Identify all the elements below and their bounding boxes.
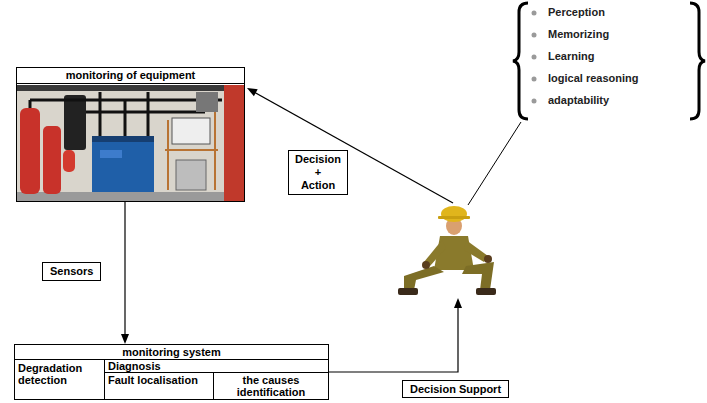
worker-link-line-part [468,122,521,205]
list-bullets-part [532,11,537,16]
list-bullets-part [532,33,537,38]
worker-figure-part [404,266,444,290]
equipment-photo-part [124,100,127,138]
table-cell: Degradation detection [15,360,105,399]
decision-support-arrow-part [329,306,458,372]
table-cell: Fault localisation [105,373,214,399]
worker-figure-part [422,261,430,269]
list-bullets-part [532,99,537,104]
monitoring-table: monitoring systemDegradation detectionDi… [14,344,329,400]
equipment-photo-part [176,160,206,190]
bullet-list: PerceptionMemorizingLearning logical reas… [518,2,700,120]
equipment-photo-part [29,100,32,108]
list-bullets-part [532,55,537,60]
equipment-photo-part [100,150,122,158]
list-item: logical reasoning [548,72,698,86]
list-bullets [532,11,537,104]
node-label: Diagnosis [105,360,328,373]
node-label: monitoring system [15,345,328,360]
equipment-photo-part [172,118,210,144]
table-cell: DiagnosisFault localisationthe causes id… [105,360,328,399]
equipment-photo-part [92,142,154,192]
list-item: adaptability [548,94,698,108]
list-item: Learning [548,50,698,64]
equipment-photo-part [196,92,218,112]
equipment-photo-part [167,120,169,190]
connector-arrow [121,202,129,344]
decision-action-arrow-part [254,92,453,203]
arrow-head [121,334,129,344]
node-label: Degradation detection [15,360,104,399]
worker-figure-part [441,206,467,222]
bracket [513,3,705,119]
node-label: the causes identification [214,373,328,399]
equipment-photo-part [99,92,102,138]
equipment-box: monitoring of equipment [16,67,245,202]
equipment-photo-part [64,95,86,150]
equipment-photo-part [86,111,205,114]
equipment-photo-part [17,85,245,91]
worker-figure [398,206,496,295]
node-label: monitoring of equipment [17,68,244,84]
worker-link-line [468,122,521,205]
decision-action-arrow-part [247,88,258,96]
bracket-part [513,3,528,119]
worker-figure-part [438,216,470,219]
equipment-photo-part [43,126,61,194]
table-cell: the causes identification [214,373,328,399]
equipment-photo-part [224,85,245,202]
equipment-photo-part [17,85,245,202]
edge-label: Sensors [42,262,101,281]
node-label: Fault localisation [105,373,213,399]
worker-figure-part [462,262,494,290]
worker-figure-part [484,255,492,263]
equipment-photo-part [165,149,218,151]
equipment-photo-part [147,92,150,138]
equipment-photo-part [63,150,75,172]
decision-support-arrow [329,298,462,372]
decision-action-arrow [247,88,453,203]
boxed-label: Decision + Action [288,150,348,195]
connector-line [124,202,125,335]
list-bullets-part [532,77,537,82]
equipment-photo [17,85,245,202]
decision-support-arrow-part [454,298,462,308]
equipment-photo-part [92,136,154,142]
list-item: Perception [548,6,698,20]
boxed-label: Decision Support [402,380,509,398]
equipment-photo-part [214,110,216,190]
equipment-photo-part [20,108,40,194]
worker-figure-part [476,288,496,295]
bracket-part [690,3,705,119]
worker-figure-part [398,288,418,295]
list-item: Memorizing [548,28,698,42]
